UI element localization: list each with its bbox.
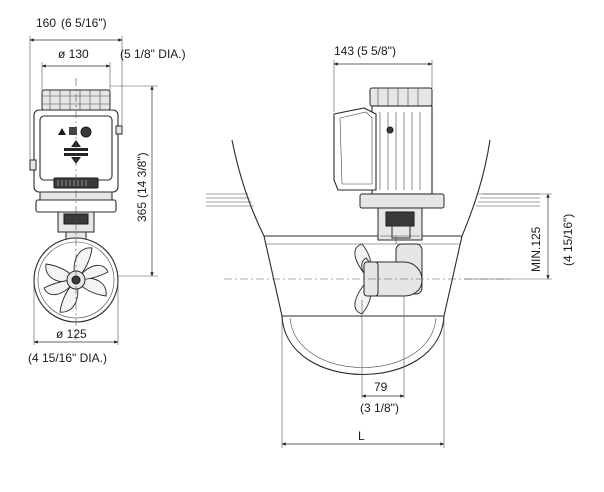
dimension-motor-diameter: ø 130 (5 1/8" DIA.)	[41, 47, 186, 90]
dimension-min-depth: MIN.125 (4 15/16")	[464, 193, 575, 280]
hull-section	[206, 139, 540, 376]
min-depth-imperial: (4 15/16")	[561, 214, 575, 266]
height-label: 365	[135, 202, 149, 222]
propeller-front	[33, 237, 119, 323]
min-depth-label: MIN.125	[529, 226, 543, 272]
front-view: 160 (6 5/16") ø 130 (5 1/8" DIA.) 365 (1…	[28, 16, 186, 365]
motor-depth-label: 143	[334, 44, 354, 58]
side-view: 143 (5 5/8") MIN.125 (4 15/16") 79 (3 1/…	[206, 44, 575, 448]
height-imperial: (14 3/8")	[135, 152, 149, 198]
motor-unit-side	[333, 87, 445, 241]
offset-label: 79	[374, 380, 388, 394]
width-overall-imperial: (6 5/16")	[61, 16, 107, 30]
dimension-width-overall: 160 (6 5/16")	[29, 16, 123, 160]
motor-diameter-label: ø 130	[58, 47, 89, 61]
motor-diameter-imperial: (5 1/8" DIA.)	[120, 47, 186, 61]
offset-imperial: (3 1/8")	[360, 401, 399, 415]
dimension-propeller-diameter: ø 125 (4 15/16" DIA.)	[28, 282, 119, 365]
motor-depth-imperial: (5 5/8")	[357, 44, 396, 58]
propeller-side	[354, 243, 423, 315]
width-overall-label: 160	[36, 16, 56, 30]
tunnel-length-label: L	[358, 429, 365, 443]
dimension-height: 365 (14 3/8")	[110, 85, 158, 277]
propeller-diameter-imperial: (4 15/16" DIA.)	[28, 351, 107, 365]
dimension-offset: 79 (3 1/8")	[360, 296, 405, 415]
propeller-diameter-label: ø 125	[56, 327, 87, 341]
dimension-motor-depth: 143 (5 5/8")	[333, 44, 433, 112]
dimension-tunnel-length: L	[281, 320, 445, 448]
